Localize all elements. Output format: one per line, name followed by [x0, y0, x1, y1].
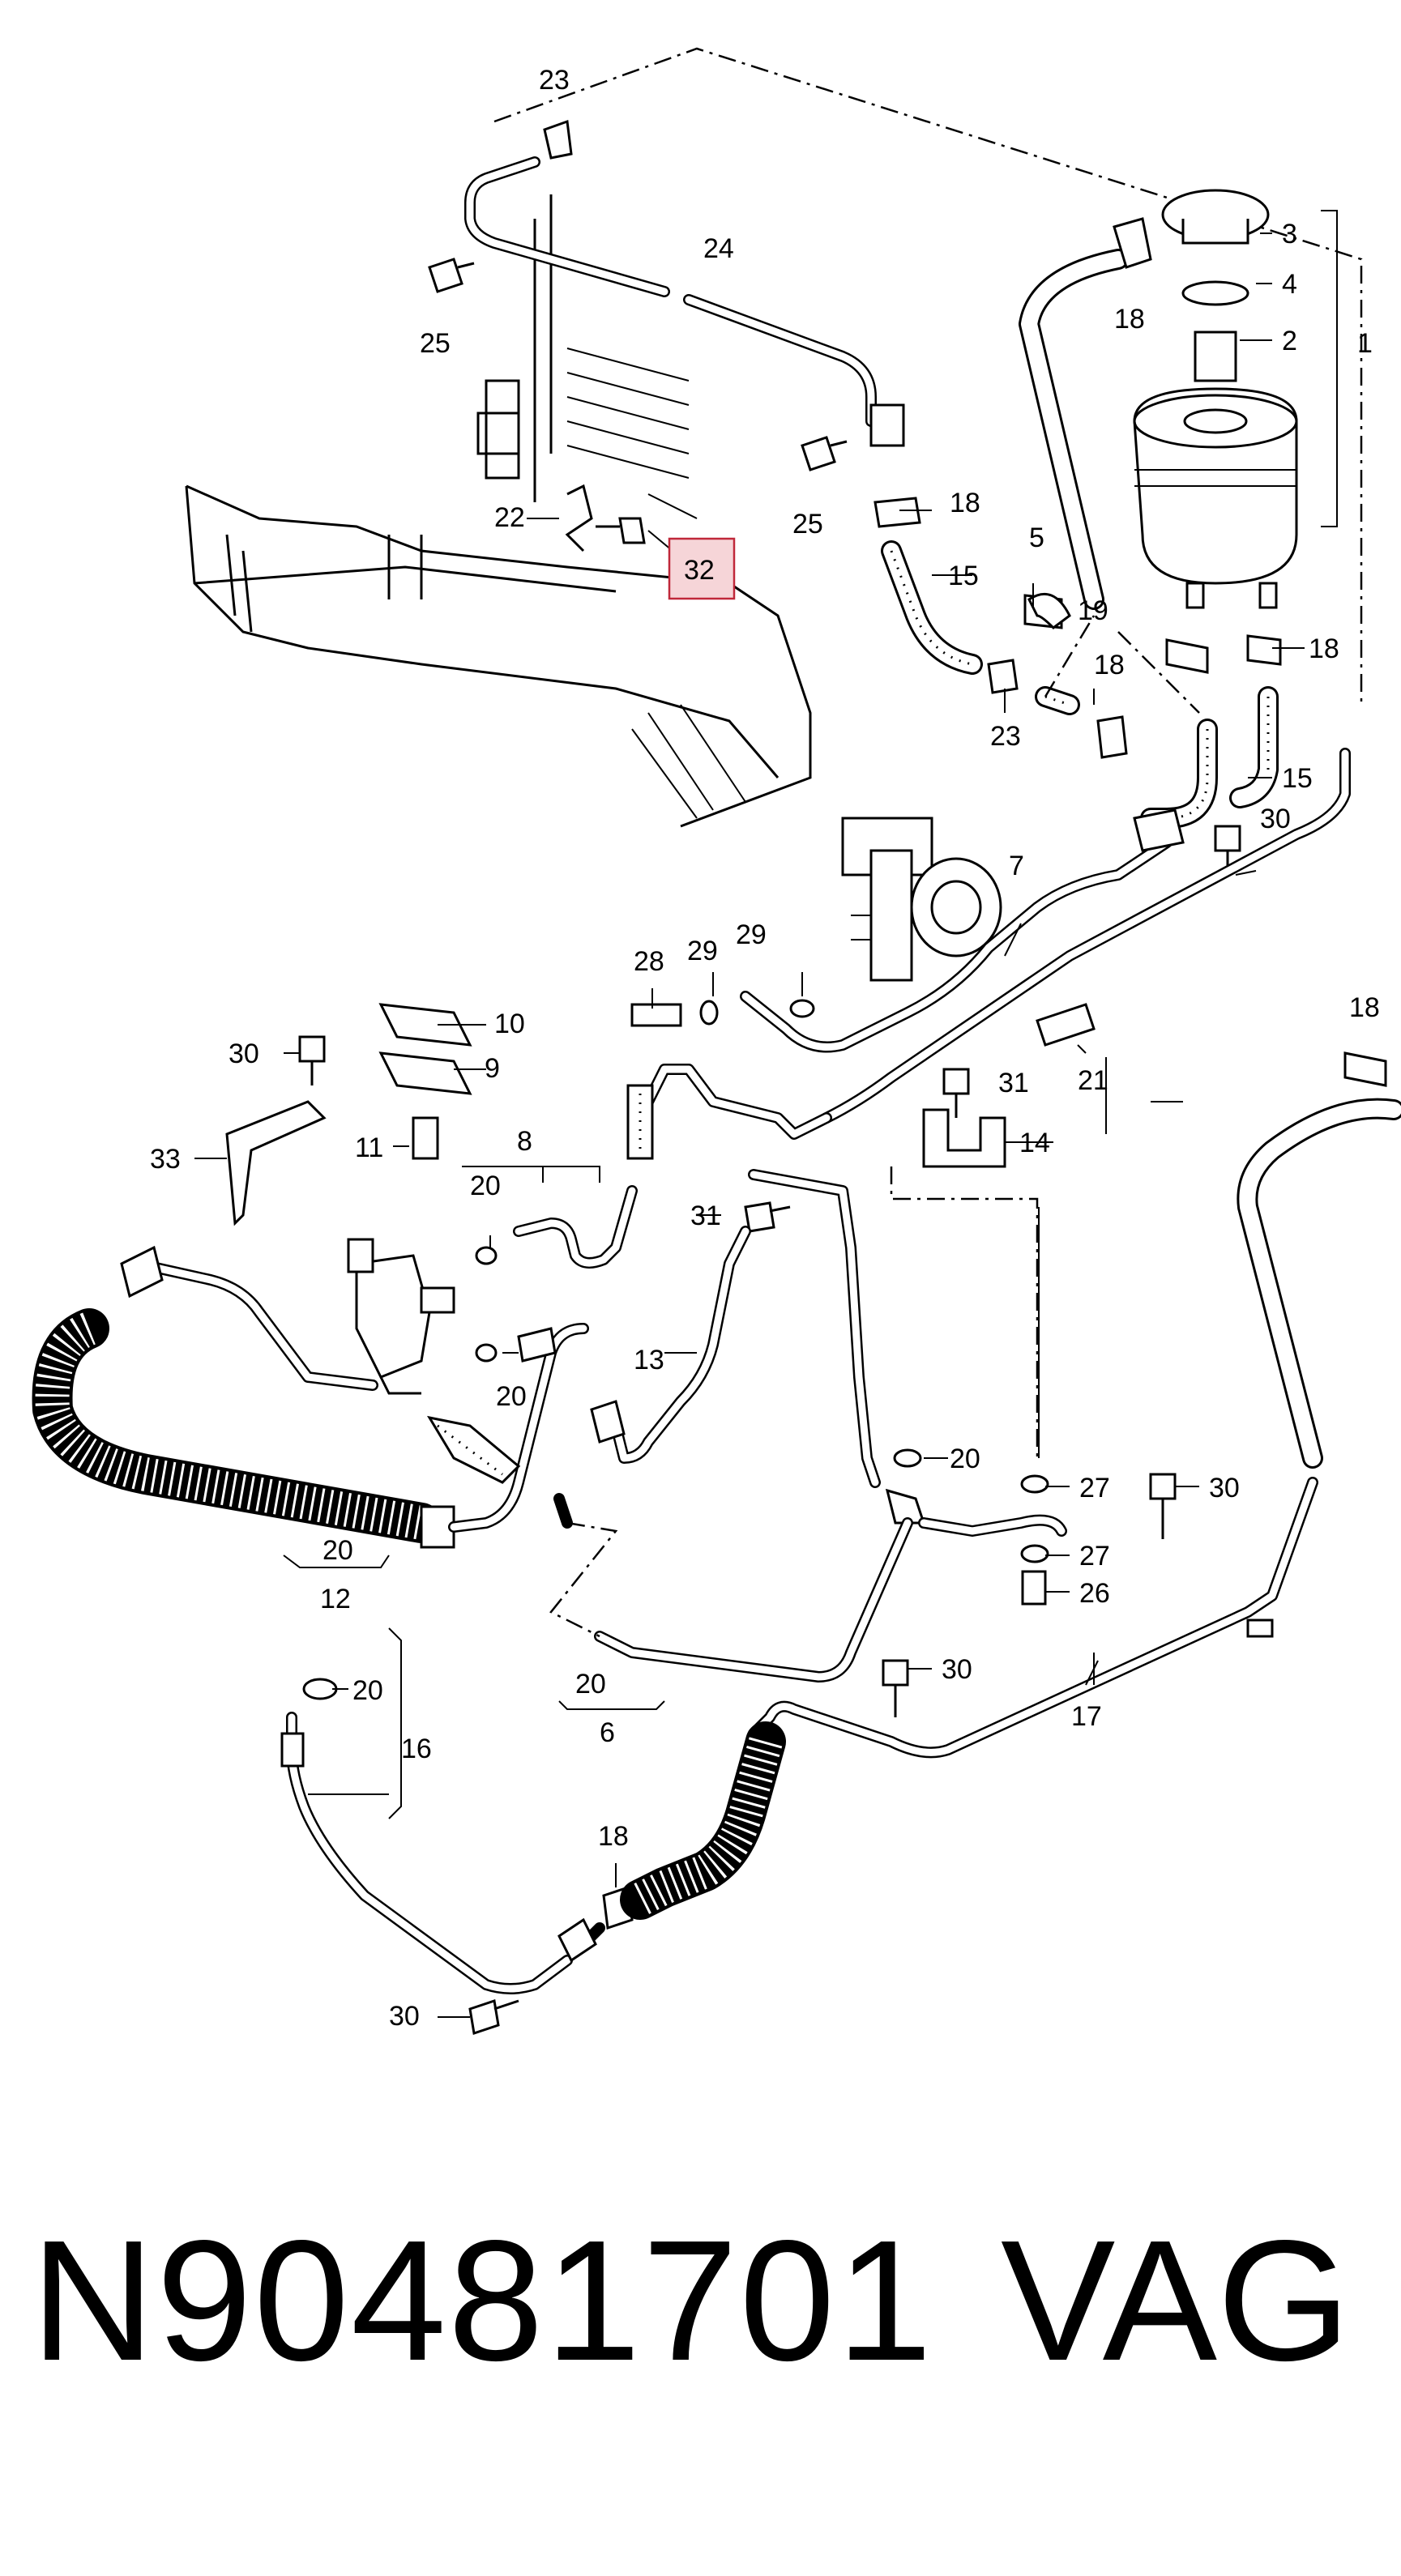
callout-32: 32: [684, 555, 715, 586]
steering-valve: [347, 1238, 455, 1395]
callout-18f: 18: [598, 1821, 629, 1852]
callout-15b: 15: [1282, 763, 1313, 794]
exploded-parts-diagram: 1 2 3 4 5 6 7 8 9 10 11 12 13 14 15 15 1…: [32, 47, 1401, 2035]
callout-1: 1: [1357, 328, 1373, 359]
corrugated-hose-12: [32, 1245, 589, 1549]
callout-18b: 18: [950, 488, 980, 518]
cooler-pipe-24: [464, 156, 905, 447]
radiator-outline: [476, 47, 1363, 705]
callout-20e: 20: [575, 1669, 606, 1700]
callout-31a: 31: [998, 1068, 1029, 1098]
callout-30c: 30: [1209, 1473, 1240, 1503]
callout-20f: 20: [352, 1675, 383, 1706]
callout-13: 13: [634, 1345, 664, 1375]
callout-16: 16: [401, 1734, 432, 1764]
callout-6: 6: [600, 1717, 615, 1748]
callout-2: 2: [1282, 326, 1297, 356]
callout-22: 22: [494, 502, 525, 533]
lower-hose-and-pipe-16: [280, 1627, 786, 1994]
callout-18c: 18: [1094, 650, 1125, 680]
bracket-22: [565, 484, 593, 552]
callout-4: 4: [1282, 269, 1297, 300]
pipe-6: [549, 1493, 913, 1710]
callout-19: 19: [1078, 595, 1108, 626]
callout-15a: 15: [948, 561, 979, 591]
reservoir-assembly: [1133, 189, 1338, 609]
callout-25a: 25: [420, 328, 451, 359]
pipe-17: [748, 1098, 1401, 1759]
callout-11: 11: [355, 1132, 383, 1163]
brackets: [225, 1003, 1096, 1226]
pipe-unions: [543, 119, 1071, 694]
callout-12: 12: [320, 1584, 351, 1614]
callout-27a: 27: [1079, 1473, 1110, 1503]
callout-3: 3: [1282, 219, 1297, 249]
callout-24: 24: [703, 233, 734, 264]
callout-25b: 25: [792, 509, 823, 540]
callout-27b: 27: [1079, 1541, 1110, 1572]
footer: N90481701 VAG: [0, 2155, 1401, 2446]
callout-31b: 31: [690, 1201, 721, 1231]
callout-5: 5: [1029, 522, 1044, 553]
callout-18d: 18: [1309, 633, 1339, 664]
callout-7: 7: [1009, 851, 1024, 881]
callout-17: 17: [1071, 1701, 1102, 1732]
callout-labels: 1 2 3 4 5 6 7 8 9 10 11 12 13 14 15 15 1…: [150, 65, 1380, 2032]
callout-20c: 20: [950, 1444, 980, 1474]
return-hose: [1019, 217, 1152, 610]
callout-21: 21: [1078, 1065, 1108, 1096]
callout-14: 14: [1019, 1128, 1050, 1158]
vehicle-subframe: [185, 484, 812, 828]
callout-26: 26: [1079, 1578, 1110, 1609]
callout-29b: 29: [736, 919, 767, 950]
leader-lines: [194, 232, 1305, 2018]
callout-28: 28: [634, 946, 664, 977]
callout-8: 8: [517, 1126, 532, 1157]
callout-23b: 23: [990, 721, 1021, 752]
callout-9: 9: [485, 1053, 500, 1084]
callout-30a: 30: [1260, 804, 1291, 834]
highlight-box: [668, 537, 736, 600]
pipe-8: [302, 999, 922, 1700]
callout-18a: 18: [1114, 304, 1145, 335]
callout-30b: 30: [229, 1039, 259, 1069]
brand-name: VAG: [1001, 2204, 1351, 2396]
steering-pump: [841, 817, 1002, 982]
callout-30e: 30: [389, 2001, 420, 2032]
callout-30d: 30: [942, 1654, 972, 1685]
bolts: [298, 258, 1241, 2035]
callout-20d: 20: [322, 1535, 353, 1566]
callout-20a: 20: [470, 1171, 501, 1201]
part-number: N90481701: [31, 2204, 934, 2396]
callout-33: 33: [150, 1144, 181, 1175]
callout-29a: 29: [687, 936, 718, 966]
callout-23a: 23: [539, 65, 570, 96]
callout-10: 10: [494, 1009, 525, 1039]
callout-18e: 18: [1349, 992, 1380, 1023]
callout-20b: 20: [496, 1381, 527, 1412]
pressure-pipe-7: [626, 748, 1351, 1160]
pipe-13: [590, 1169, 926, 1525]
